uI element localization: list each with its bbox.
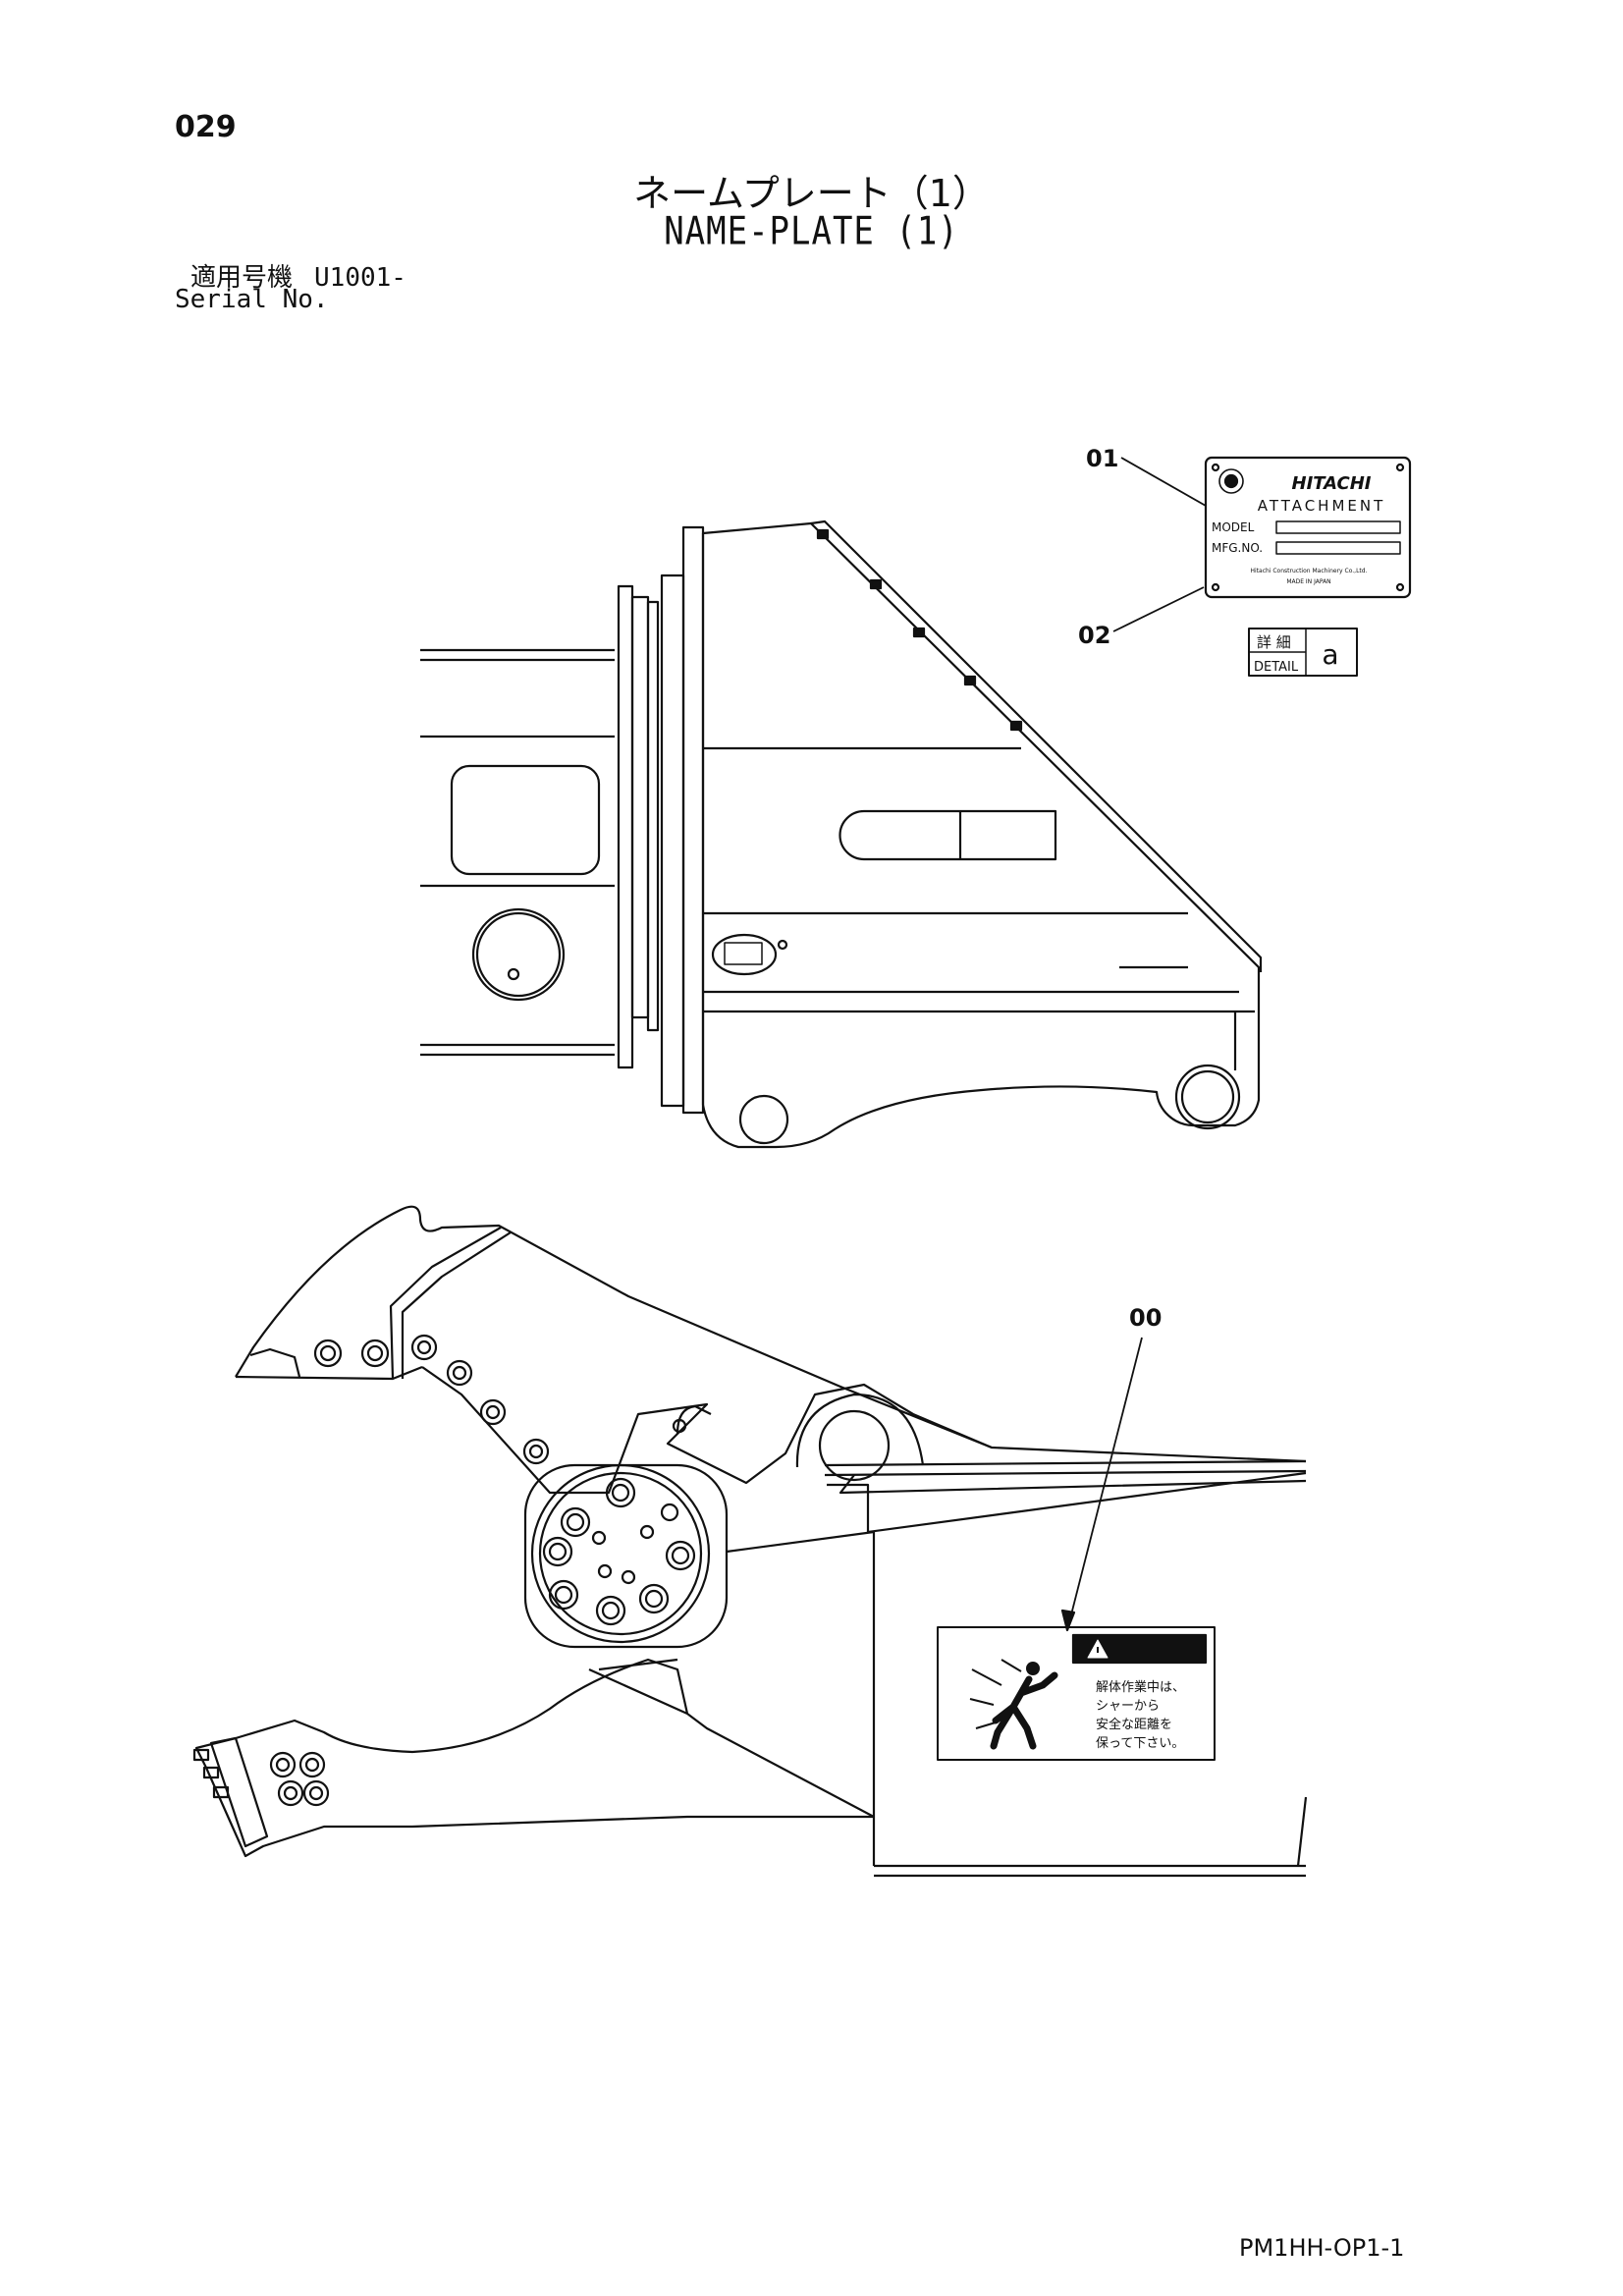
callout-01: 01 [1086,445,1118,472]
nameplate-maker: Hitachi Construction Machinery Co.,Ltd. [1250,568,1367,574]
nameplate-origin: MADE IN JAPAN [1286,578,1330,585]
page-title-english: NAME-PLATE (1) [664,209,959,254]
lower-shear-drawing [192,1205,1308,1878]
warning-label: 解体作業中は、 シャーから 安全な距離を 保って下さい。 [937,1626,1216,1761]
nameplate-mfg-label: MFG.NO. [1212,541,1263,555]
serial-label-jp-text: 適用号機 [190,263,294,293]
upper-bracket-drawing [420,519,1263,1149]
callout-00: 00 [1129,1304,1162,1332]
serial-label-japanese: 適用号機 U1001- [190,257,406,294]
callout-leaders: 01 02 [1078,445,1207,649]
callout-02: 02 [1078,622,1110,649]
callout-warning-leader: 00 [1060,1304,1162,1632]
detail-label-en: DETAIL [1254,660,1299,675]
serial-number-value: U1001- [314,263,406,293]
serial-label-english: Serial No. [175,285,329,314]
detail-label-jp: 詳 細 [1257,633,1291,651]
warning-line-4: 保って下さい。 [1096,1736,1184,1751]
page-number: 029 [175,110,237,144]
nameplate-type: ATTACHMENT [1258,497,1386,515]
warning-line-3: 安全な距離を [1096,1717,1172,1732]
nameplate-detail: HITACHI ATTACHMENT MODEL MFG.NO. Hitachi… [1204,456,1412,599]
page-title-japanese: ネームプレート（1） [633,172,990,215]
warning-line-1: 解体作業中は、 [1096,1679,1185,1695]
detail-letter: a [1322,638,1338,671]
detail-box: 詳 細 DETAIL a [1248,628,1358,677]
document-code: PM1HH-OP1-1 [1239,2234,1405,2262]
nameplate-brand: HITACHI [1292,473,1372,494]
nameplate-model-label: MODEL [1212,520,1255,534]
warning-line-2: シャーから [1096,1699,1160,1714]
